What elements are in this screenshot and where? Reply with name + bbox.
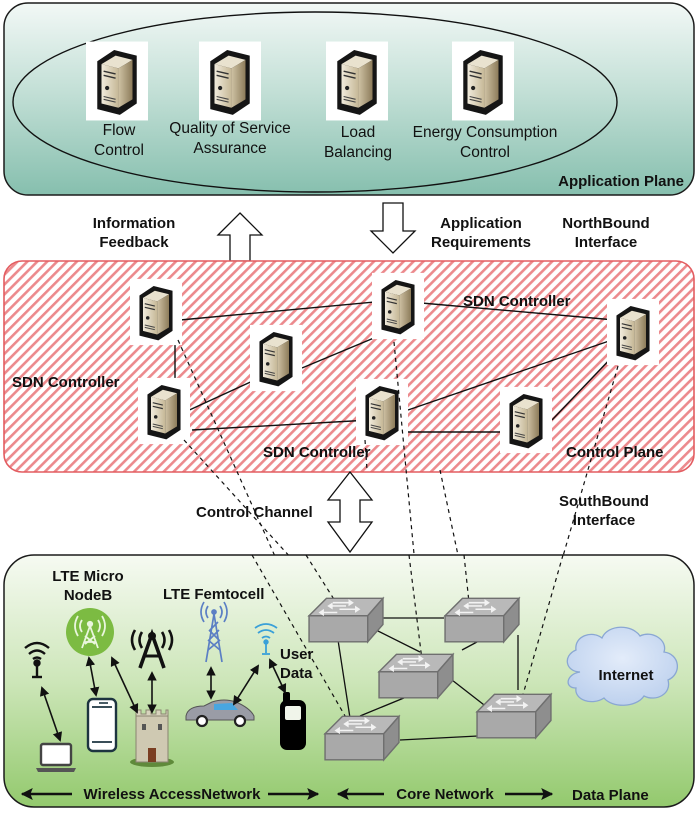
building-icon (130, 709, 174, 767)
lte-femtocell-tower-icon (200, 601, 228, 663)
controller-server-icon (250, 324, 302, 392)
control-plane-panel (3, 260, 695, 473)
label-line: Information (92, 215, 176, 232)
load-balancing-server-icon (326, 41, 388, 121)
smartphone-icon (86, 697, 118, 753)
up-arrow-icon (216, 212, 264, 262)
label-line: Feedback (99, 234, 169, 251)
flow-control-server-icon (86, 41, 148, 121)
core-network-label: Core Network (396, 786, 494, 803)
app-label-line: Quality of Service (169, 120, 291, 137)
northbound-arrows (216, 202, 417, 262)
mobile-phone-icon (280, 692, 306, 750)
sdn-controller-label: SDN Controller (12, 374, 120, 391)
app-label-load-balancing: Load Balancing (318, 123, 398, 163)
app-label-line: Flow (102, 122, 136, 139)
app-label-qos: Quality of Service Assurance (160, 119, 300, 159)
label-line: Application (440, 215, 522, 232)
application-requirements-label: Application Requirements (416, 214, 546, 252)
core-switch-icon (324, 715, 400, 761)
app-label-line: Control (94, 142, 144, 159)
label-line: User (280, 646, 314, 663)
controller-server-icon (500, 386, 552, 454)
app-label-line: Load (340, 124, 376, 141)
label-line: SouthBound (559, 493, 649, 510)
controller-server-icon (138, 377, 190, 445)
app-label-line: Control (460, 144, 510, 161)
core-switch-icon (444, 597, 520, 643)
label-line: NorthBound (562, 215, 650, 232)
core-switch-icon (308, 597, 384, 643)
label-line: LTE Micro (52, 568, 124, 585)
wifi-access-point-icon (24, 641, 50, 679)
internet-cloud-icon (566, 626, 678, 706)
control-channel-arrow-icon (326, 470, 374, 554)
user-wifi-icon (254, 623, 278, 655)
label-line: NodeB (63, 587, 113, 604)
information-feedback-label: Information Feedback (78, 214, 190, 252)
energy-server-icon (452, 41, 514, 121)
core-switch-icon (476, 693, 552, 739)
lte-femtocell-label: LTE Femtocell (163, 586, 265, 603)
controller-server-icon (372, 272, 424, 340)
control-plane (3, 260, 695, 473)
lte-micro-nodeb-label: LTE Micro NodeB (46, 567, 130, 605)
app-label-line: Assurance (193, 140, 267, 157)
data-plane-title: Data Plane (572, 787, 649, 804)
label-line: Data (280, 665, 313, 682)
core-switch-icon (378, 653, 454, 699)
application-ellipse (12, 11, 618, 193)
data-plane (3, 554, 695, 808)
down-arrow-icon (369, 202, 417, 254)
label-line: Requirements (430, 234, 532, 251)
controller-server-icon (130, 278, 182, 346)
sdn-controller-label: SDN Controller (463, 293, 571, 310)
control-plane-title: Control Plane (566, 444, 664, 461)
app-label-line: Balancing (323, 144, 393, 161)
application-plane-title: Application Plane (558, 173, 684, 190)
label-line: Interface (572, 512, 636, 529)
app-label-line: Energy Consumption (412, 124, 558, 141)
antenna-icon (130, 628, 174, 669)
user-data-label: User Data (280, 645, 313, 683)
control-channel-label: Control Channel (196, 504, 313, 521)
controller-server-icon (607, 298, 659, 366)
sdn-controller-label: SDN Controller (263, 444, 371, 461)
app-label-energy: Energy Consumption Control (404, 123, 566, 163)
lte-micro-nodeb-icon (66, 608, 114, 656)
northbound-interface-label: NorthBound Interface (556, 214, 656, 252)
label-line: Interface (574, 234, 638, 251)
laptop-icon (36, 742, 76, 772)
application-plane (3, 2, 695, 196)
wireless-access-network-label: Wireless AccessNetwork (83, 786, 261, 803)
qos-server-icon (199, 41, 261, 121)
controller-server-icon (356, 378, 408, 446)
wireless-link-arrows (39, 656, 287, 742)
southbound-interface-label: SouthBound Interface (556, 492, 652, 530)
data-plane-panel (3, 554, 695, 808)
internet-label: Internet (598, 667, 654, 684)
app-label-flow-control: Flow Control (89, 121, 149, 161)
